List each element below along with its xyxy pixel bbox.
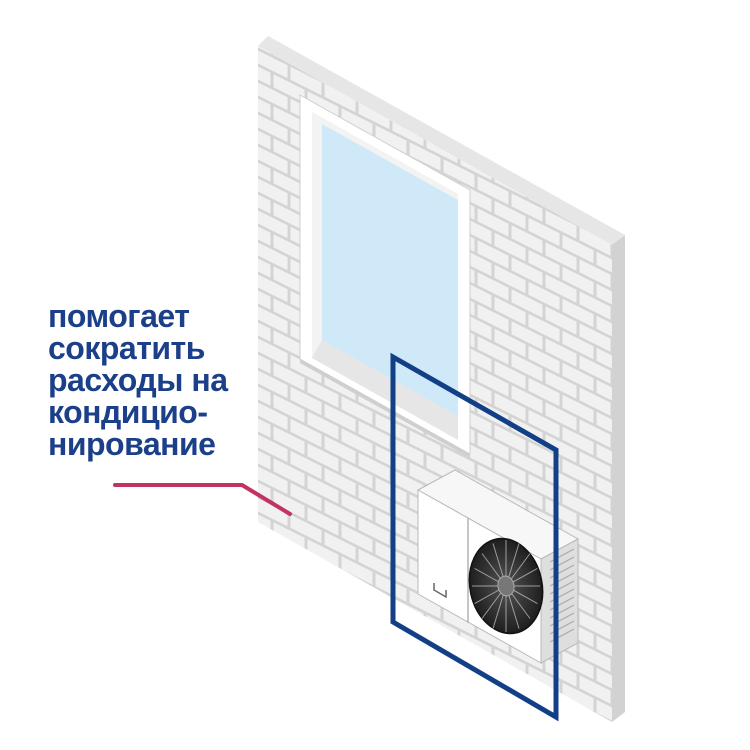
outdoor-ac-unit xyxy=(416,469,580,664)
fan-grille xyxy=(468,537,544,635)
caption-line-5: нирование xyxy=(48,426,216,462)
window xyxy=(299,94,471,458)
caption-line-1: помогает xyxy=(48,298,190,334)
caption-line-2: сократить xyxy=(48,330,205,366)
caption: помогает сократить расходы на кондицио- … xyxy=(48,300,278,460)
highlight-frame xyxy=(390,352,559,722)
caption-line-4: кондицио- xyxy=(48,394,208,430)
leader-line xyxy=(113,483,292,516)
window-glass xyxy=(322,124,458,416)
caption-line-3: расходы на xyxy=(48,362,228,398)
